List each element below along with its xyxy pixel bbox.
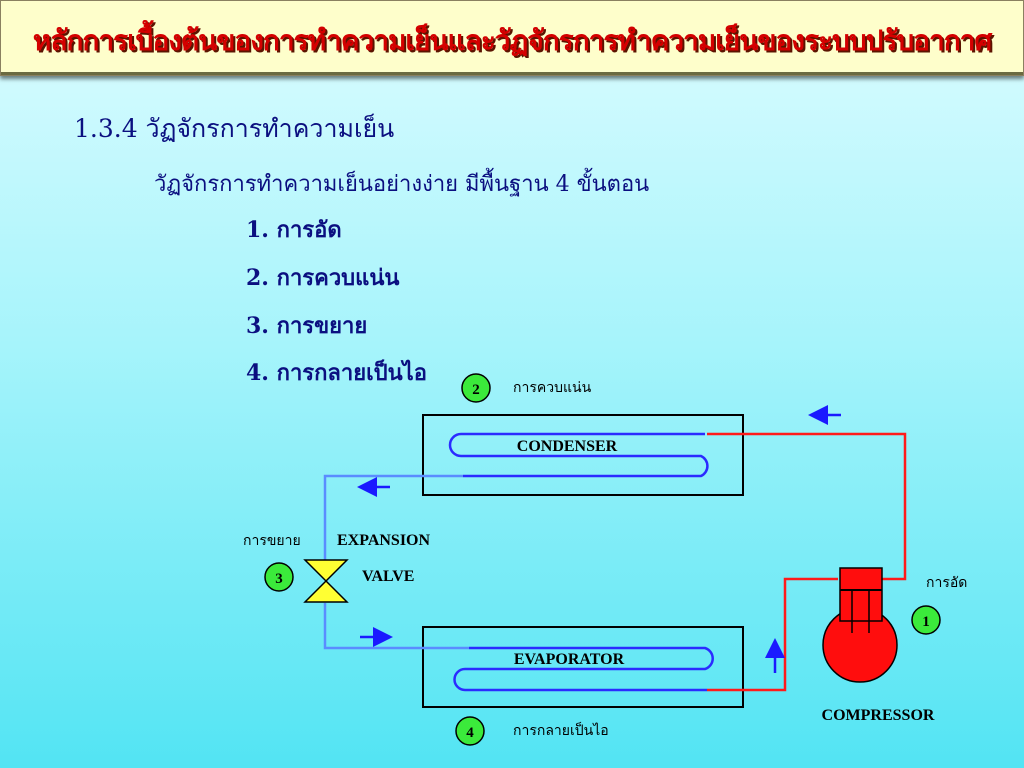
compressor-cylinder [839, 567, 883, 622]
badge-condenser: 2 [461, 373, 491, 403]
badge-evaporator: 4 [455, 716, 485, 746]
badge-expansion: 3 [264, 562, 294, 592]
slide-title: หลักการเบื้องต้นของการทำความเย็นและวัฏจั… [32, 24, 992, 57]
expansion-outlet-line [323, 603, 469, 650]
badge-evaporator-number: 4 [466, 725, 474, 741]
condenser-label: CONDENSER [517, 438, 618, 455]
expansion-thai-caption: การขยาย [243, 533, 301, 549]
evaporator-label: EVAPORATOR [514, 651, 625, 668]
badge-condenser-number: 2 [472, 382, 480, 398]
valve-top-triangle [303, 559, 349, 583]
badge-expansion-number: 3 [275, 571, 283, 587]
expansion-label-line2: VALVE [362, 568, 414, 585]
condenser-unit: CONDENSER [422, 414, 744, 496]
step-4: 4. การกลายเป็นไอ [246, 360, 427, 386]
condenser-box [422, 414, 744, 496]
compressor-unit: COMPRESSOR [822, 567, 935, 724]
evaporator-box [422, 626, 744, 708]
evaporator-coil [453, 646, 714, 692]
step-2: 2. การควบแน่น [246, 265, 400, 291]
title-bar: หลักการเบื้องต้นของการทำความเย็นและวัฏจั… [0, 0, 1024, 76]
valve-bottom-triangle [303, 579, 349, 603]
badge-compressor: 1 [911, 605, 941, 635]
condenser-thai-caption: การควบแน่น [513, 380, 592, 396]
compressor-thai-caption: การอัด [926, 575, 967, 591]
compressor-label: COMPRESSOR [822, 707, 935, 724]
step-3: 3. การขยาย [246, 313, 368, 339]
discharge-line [707, 432, 907, 581]
expansion-valve: EXPANSION VALVE [303, 532, 430, 603]
badge-compressor-number: 1 [922, 614, 930, 630]
condenser-coil [448, 432, 709, 478]
evaporator-thai-caption: การกลายเป็นไอ [513, 721, 609, 739]
evaporator-unit: EVAPORATOR [422, 626, 744, 708]
section-subheading: วัฏจักรการทำความเย็นอย่างง่าย มีพื้นฐาน … [154, 172, 650, 197]
step-1: 1. การอัด [246, 217, 342, 243]
expansion-label-line1: EXPANSION [337, 532, 430, 549]
suction-line [707, 577, 838, 692]
section-heading: 1.3.4 วัฏจักรการทำความเย็น [74, 114, 395, 143]
liquid-line [323, 474, 463, 560]
